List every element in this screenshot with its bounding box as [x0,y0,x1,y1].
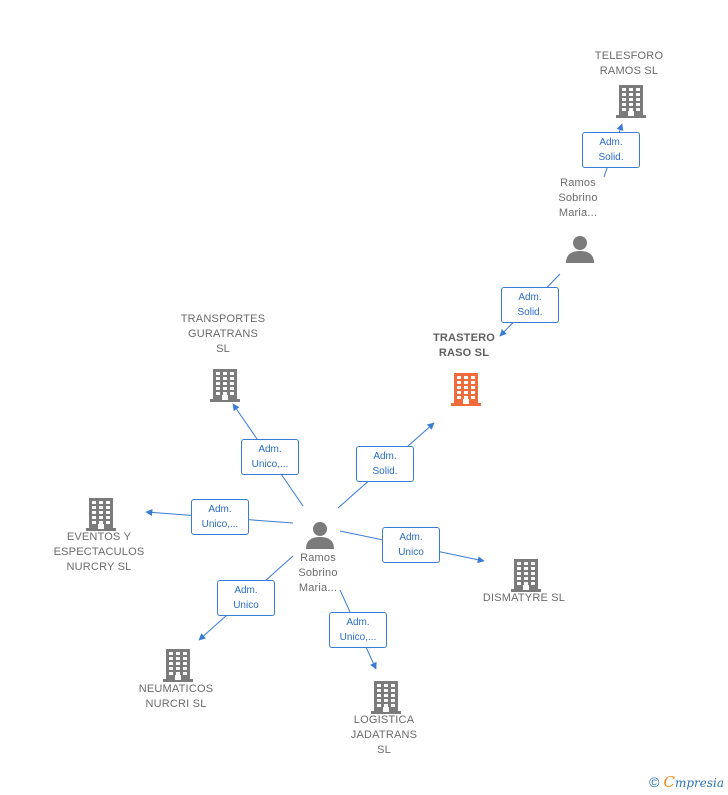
company-icon-wrap[interactable] [511,558,541,597]
edge-label-dismatyre[interactable]: Adm. Unico [382,527,440,563]
company-icon-wrap[interactable] [616,84,646,123]
node-label[interactable]: NEUMATICOS NURCRI SL [138,683,214,710]
edge-label-eventos[interactable]: Adm. Unico,... [191,499,249,535]
person-icon [306,522,334,549]
person-icon-wrap[interactable] [565,234,595,269]
building-icon [511,559,541,592]
edge-label-telesforo[interactable]: Adm. Solid. [582,132,640,168]
building-icon [616,85,646,118]
node-label[interactable]: Ramos Sobrino Maria... [558,177,598,219]
building-icon [451,373,481,406]
edge-label-trastero[interactable]: Adm. Solid. [501,287,559,323]
company-icon-wrap[interactable] [210,368,240,407]
copyright-symbol: © [649,774,660,790]
node-label[interactable]: TELESFORO RAMOS SL [594,50,664,77]
person-icon [566,236,594,263]
building-icon [86,498,116,531]
person-icon-wrap[interactable] [305,520,335,555]
footer-brand[interactable]: ©Cmpresia [649,773,724,791]
brand-name: mpresia [674,776,724,790]
node-label[interactable]: LOGISTICA JADATRANS SL [350,714,418,756]
company-icon-wrap[interactable] [371,680,401,719]
building-icon [371,681,401,714]
edge-label-logistica[interactable]: Adm. Unico,... [329,612,387,648]
node-label[interactable]: TRASTERO RASO SL [432,332,496,359]
brand-initial: C [663,773,675,791]
building-icon [163,649,193,682]
edge-label-neumaticos[interactable]: Adm. Unico [217,580,275,616]
edge-label-trastero[interactable]: Adm. Solid. [356,446,414,482]
node-label[interactable]: DISMATYRE SL [482,592,566,604]
node-label[interactable]: Ramos Sobrino Maria... [298,552,338,594]
company-icon-wrap[interactable] [86,497,116,536]
company-icon-wrap[interactable] [163,648,193,687]
edge-label-transportes[interactable]: Adm. Unico,... [241,439,299,475]
company-icon-wrap[interactable] [451,372,481,411]
node-label[interactable]: EVENTOS Y ESPECTACULOS NURCRY SL [53,531,145,573]
building-icon [210,369,240,402]
node-label[interactable]: TRANSPORTES GURATRANS SL [180,313,266,355]
